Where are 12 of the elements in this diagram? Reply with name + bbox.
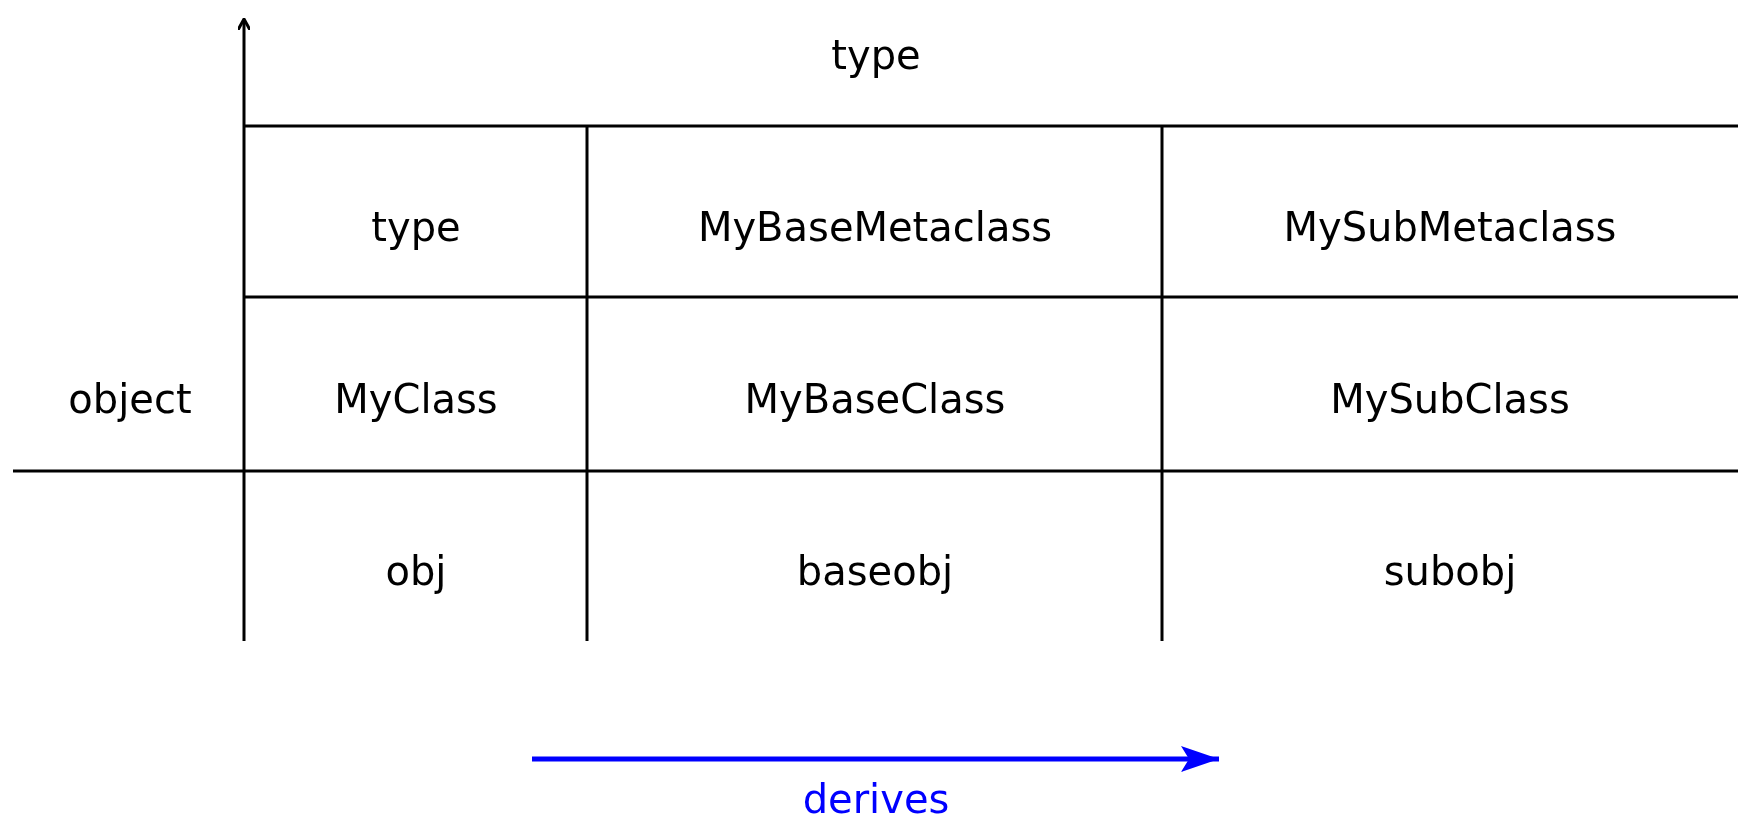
table-cell-text: type [371, 205, 461, 249]
legend-text: derives [802, 777, 950, 821]
table-cell-text: MyClass [334, 377, 498, 421]
axis-label: type [831, 33, 921, 77]
table-cell-text: MySubMetaclass [1283, 205, 1617, 249]
table-cell-text: baseobj [796, 549, 954, 593]
axis-label: object [68, 377, 192, 421]
table-cell-text: obj [385, 549, 447, 593]
table-cell-text: subobj [1383, 549, 1517, 593]
table-cell-text: MyBaseMetaclass [697, 205, 1053, 249]
table-cell-text: MyBaseClass [744, 377, 1006, 421]
table-cell-text: MySubClass [1330, 377, 1570, 421]
